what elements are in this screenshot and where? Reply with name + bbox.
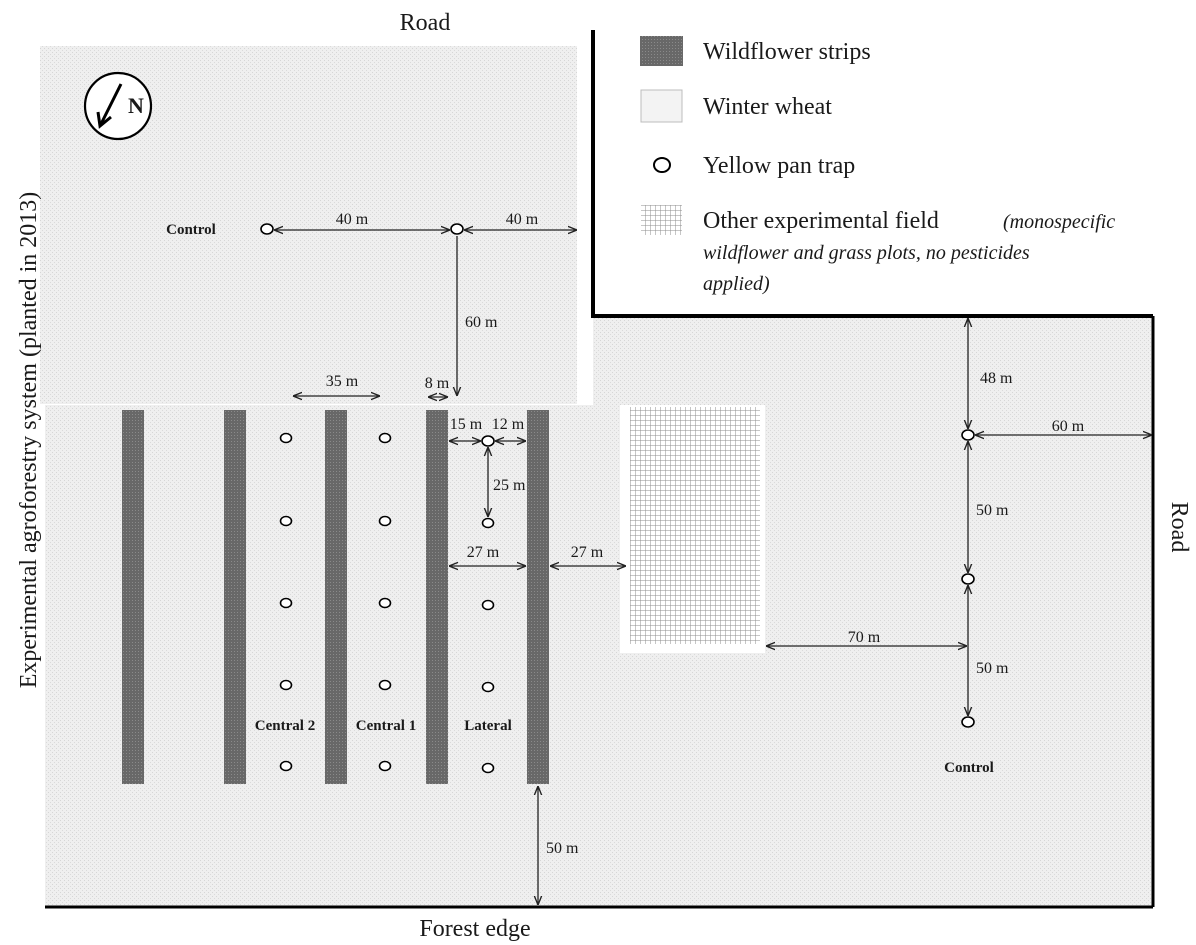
yellow-pan-trap xyxy=(481,435,495,447)
trap-column-central-2 xyxy=(279,432,293,772)
distance-label: 60 m xyxy=(465,314,498,331)
wheat-field-main xyxy=(45,405,1153,907)
other-experimental-field xyxy=(630,407,760,644)
yellow-pan-trap xyxy=(378,432,392,444)
distance-arrows xyxy=(274,230,1152,905)
wildflower-strip xyxy=(122,410,144,784)
distance-label: 70 m xyxy=(848,629,881,646)
legend-label-wheat: Winter wheat xyxy=(703,94,832,120)
yellow-pan-trap xyxy=(378,679,392,691)
distance-label: 25 m xyxy=(493,477,526,494)
legend-label-other-field: Other experimental field xyxy=(703,208,939,234)
distance-label: 50 m xyxy=(976,502,1009,519)
yellow-pan-trap xyxy=(279,679,293,691)
legend-note-line-3: applied) xyxy=(703,273,770,295)
wildflower-strip xyxy=(224,410,246,784)
central-2-label: Central 2 xyxy=(255,718,315,734)
control-top-label: Control xyxy=(166,222,216,238)
legend-swatch-other-field xyxy=(641,205,682,235)
wildflower-strip xyxy=(426,410,448,784)
distance-label: 48 m xyxy=(980,370,1013,387)
yellow-pan-trap xyxy=(279,432,293,444)
wildflower-strip xyxy=(527,410,549,784)
legend-swatch-wildflower xyxy=(640,36,683,66)
yellow-pan-trap xyxy=(378,760,392,772)
legend-swatch-wheat xyxy=(640,89,683,123)
distance-label: 35 m xyxy=(326,373,359,390)
distance-label: 27 m xyxy=(571,544,604,561)
control-trap-top xyxy=(260,223,274,235)
distance-label: 60 m xyxy=(1052,418,1085,435)
control-right-label: Control xyxy=(944,760,994,776)
yellow-pan-trap xyxy=(279,515,293,527)
yellow-pan-trap xyxy=(378,515,392,527)
wheat-field-right xyxy=(593,318,1153,408)
trap-column-lateral xyxy=(481,435,495,774)
yellow-pan-trap xyxy=(481,599,495,611)
agroforestry-label: Experimental agroforestry system (plante… xyxy=(16,192,42,689)
forest-edge-label: Forest edge xyxy=(419,916,530,942)
trap-column-central-1 xyxy=(378,432,392,772)
yellow-pan-trap xyxy=(279,760,293,772)
yellow-pan-trap xyxy=(279,597,293,609)
legend-note-line-1: (monospecific xyxy=(1003,211,1115,233)
legend-swatch-trap xyxy=(653,157,671,173)
distance-label: 50 m xyxy=(546,840,579,857)
control-trap-right xyxy=(961,429,975,441)
lateral-label: Lateral xyxy=(464,718,511,734)
road-right-label: Road xyxy=(1166,502,1192,553)
reference-trap-top xyxy=(450,223,464,235)
distance-label: 27 m xyxy=(467,544,500,561)
control-trap-right xyxy=(961,573,975,585)
compass-arrowhead-icon xyxy=(96,111,112,129)
yellow-pan-trap xyxy=(481,517,495,529)
yellow-pan-trap xyxy=(481,762,495,774)
distance-label: 50 m xyxy=(976,660,1009,677)
north-label: N xyxy=(128,93,144,118)
legend-border xyxy=(591,30,1153,318)
distance-label: 12 m xyxy=(492,416,525,433)
distance-label: 40 m xyxy=(336,211,369,228)
wildflower-strip xyxy=(325,410,347,784)
yellow-pan-trap xyxy=(481,681,495,693)
north-arrow: N xyxy=(83,71,153,141)
road-top-label: Road xyxy=(400,10,451,36)
yellow-pan-trap xyxy=(378,597,392,609)
legend-label-trap: Yellow pan trap xyxy=(703,153,855,179)
legend: Wildflower strips Winter wheat Yellow pa… xyxy=(640,36,1115,295)
distance-label: 40 m xyxy=(506,211,539,228)
distance-label: 15 m xyxy=(450,416,483,433)
distance-label: 8 m xyxy=(425,375,450,392)
legend-note-line-2: wildflower and grass plots, no pesticide… xyxy=(703,242,1030,264)
control-trap-right xyxy=(961,716,975,728)
central-1-label: Central 1 xyxy=(356,718,416,734)
legend-label-wildflower: Wildflower strips xyxy=(703,39,871,65)
compass-arrow-icon xyxy=(99,83,123,125)
